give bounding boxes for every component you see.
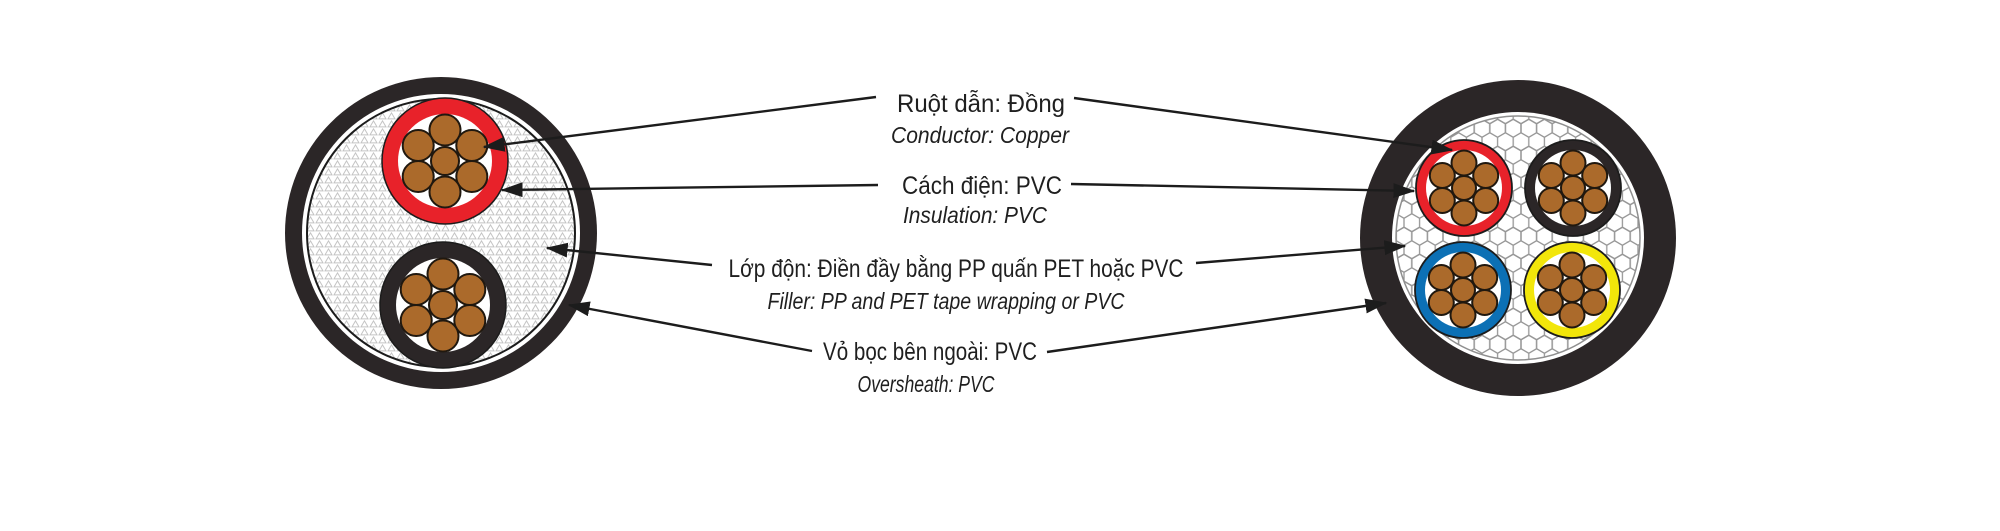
label-insulation-vi: Cách điện: PVC — [902, 172, 1062, 200]
leader-insulation-left — [500, 182, 879, 198]
label-oversheath-en: Oversheath: PVC — [858, 371, 995, 397]
label-filler-en: Filler: PP and PET tape wrapping or PVC — [768, 288, 1125, 314]
leader-insulation-right — [1070, 182, 1416, 199]
left-core-black — [379, 241, 507, 369]
leader-oversheath-left — [567, 301, 813, 353]
right-core-black — [1524, 139, 1622, 237]
label-conductor-en: Conductor: Copper — [891, 122, 1070, 148]
right-core-yellow — [1523, 241, 1621, 339]
leader-oversheath-right — [1046, 298, 1388, 354]
leader-conductor-left — [482, 95, 877, 152]
label-conductor-vi: Ruột dẫn: Đồng — [897, 89, 1065, 118]
leader-filler-right — [1195, 240, 1407, 265]
leader-conductor-right — [1073, 96, 1454, 155]
label-insulation-en: Insulation: PVC — [903, 202, 1047, 228]
label-oversheath-vi: Vỏ bọc bên ngoài: PVC — [823, 338, 1037, 366]
right-core-blue — [1414, 241, 1512, 339]
label-filler-vi: Lớp độn: Điền đầy bằng PP quấn PET hoặc … — [729, 254, 1184, 283]
right-core-red — [1415, 139, 1513, 237]
leader-filler-left — [545, 242, 713, 267]
left-core-red — [381, 97, 509, 225]
labels: Ruột dẫn: Đồng Conductor: Copper Cách đi… — [729, 89, 1184, 397]
leader-lines — [482, 95, 1454, 354]
left-cable — [285, 77, 597, 389]
right-cable — [1360, 80, 1676, 396]
